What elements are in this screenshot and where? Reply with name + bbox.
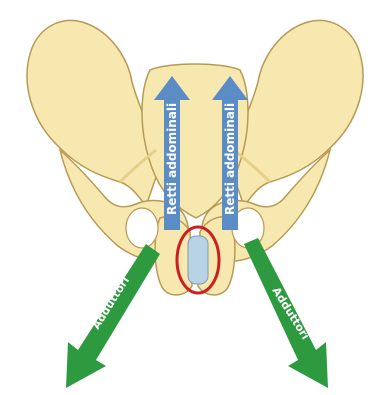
rectus-label-right: Retti addominali — [223, 103, 237, 215]
left-obturator-foramen — [126, 208, 158, 248]
adductor-arrow-right: Adduttori — [244, 238, 328, 388]
adductor-arrow-left: Adduttori — [66, 244, 160, 388]
pubic-symphysis-disc — [188, 236, 208, 284]
rectus-label-left: Retti addominali — [165, 103, 179, 215]
